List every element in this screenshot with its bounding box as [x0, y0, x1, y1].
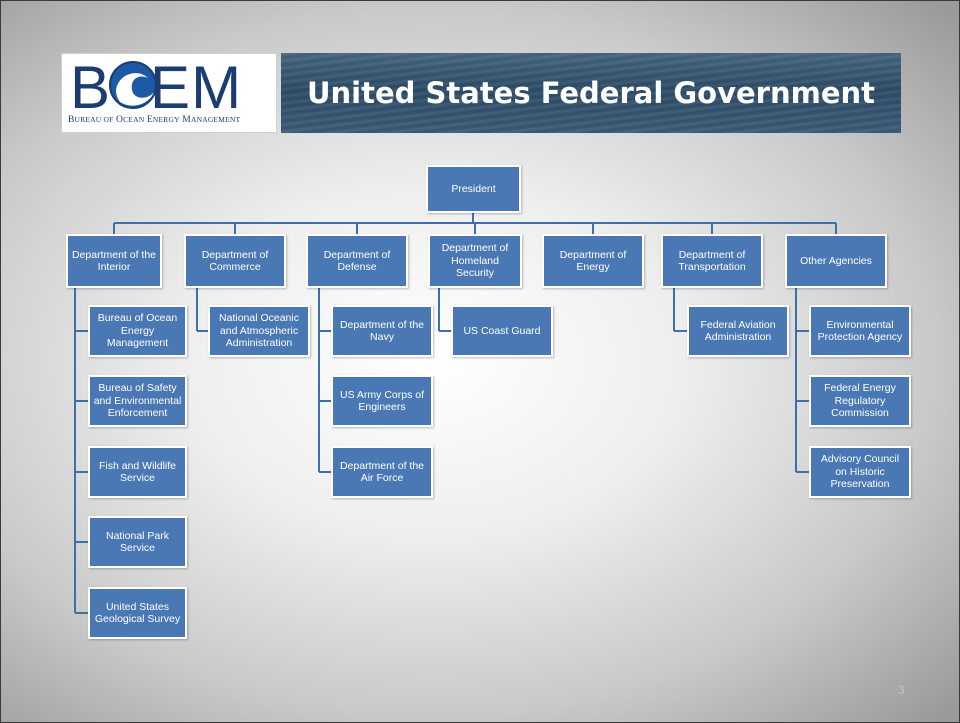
org-box-dept-transportation: Department of Transportation: [661, 234, 763, 288]
org-box-fish-wildlife: Fish and Wildlife Service: [88, 446, 187, 498]
boem-logo: B EM BUREAU OF OCEAN ENERGY MANAGEMENT: [61, 53, 277, 133]
org-box-dept-interior: Department of the Interior: [66, 234, 162, 288]
org-box-achp: Advisory Council on Historic Preservatio…: [809, 446, 911, 498]
org-box-dept-defense: Department of Defense: [306, 234, 408, 288]
org-box-other-agencies: Other Agencies: [785, 234, 887, 288]
title-banner: United States Federal Government: [281, 53, 901, 133]
org-box-coast-guard: US Coast Guard: [451, 305, 553, 357]
org-box-dept-commerce: Department of Commerce: [184, 234, 286, 288]
wave-logo-icon: [109, 61, 157, 109]
org-box-army-corps: US Army Corps of Engineers: [331, 375, 433, 427]
org-box-epa: Environmental Protection Agency: [809, 305, 911, 357]
org-box-bsee: Bureau of Safety and Environmental Enfor…: [88, 375, 187, 427]
org-box-noaa: National Oceanic and Atmospheric Adminis…: [208, 305, 310, 357]
org-box-dept-energy: Department of Energy: [542, 234, 644, 288]
page-number: 3: [898, 683, 905, 697]
org-box-boem: Bureau of Ocean Energy Management: [88, 305, 187, 357]
org-box-faa: Federal Aviation Administration: [687, 305, 789, 357]
org-box-usgs: United States Geological Survey: [88, 587, 187, 639]
org-box-dept-homeland-security: Department of Homeland Security: [428, 234, 522, 288]
org-box-president: President: [426, 165, 521, 213]
page-title: United States Federal Government: [306, 76, 875, 110]
logo-subtitle: BUREAU OF OCEAN ENERGY MANAGEMENT: [68, 115, 241, 125]
org-box-ferc: Federal Energy Regulatory Commission: [809, 375, 911, 427]
org-box-navy: Department of the Navy: [331, 305, 433, 357]
org-box-national-park: National Park Service: [88, 516, 187, 568]
org-box-air-force: Department of the Air Force: [331, 446, 433, 498]
